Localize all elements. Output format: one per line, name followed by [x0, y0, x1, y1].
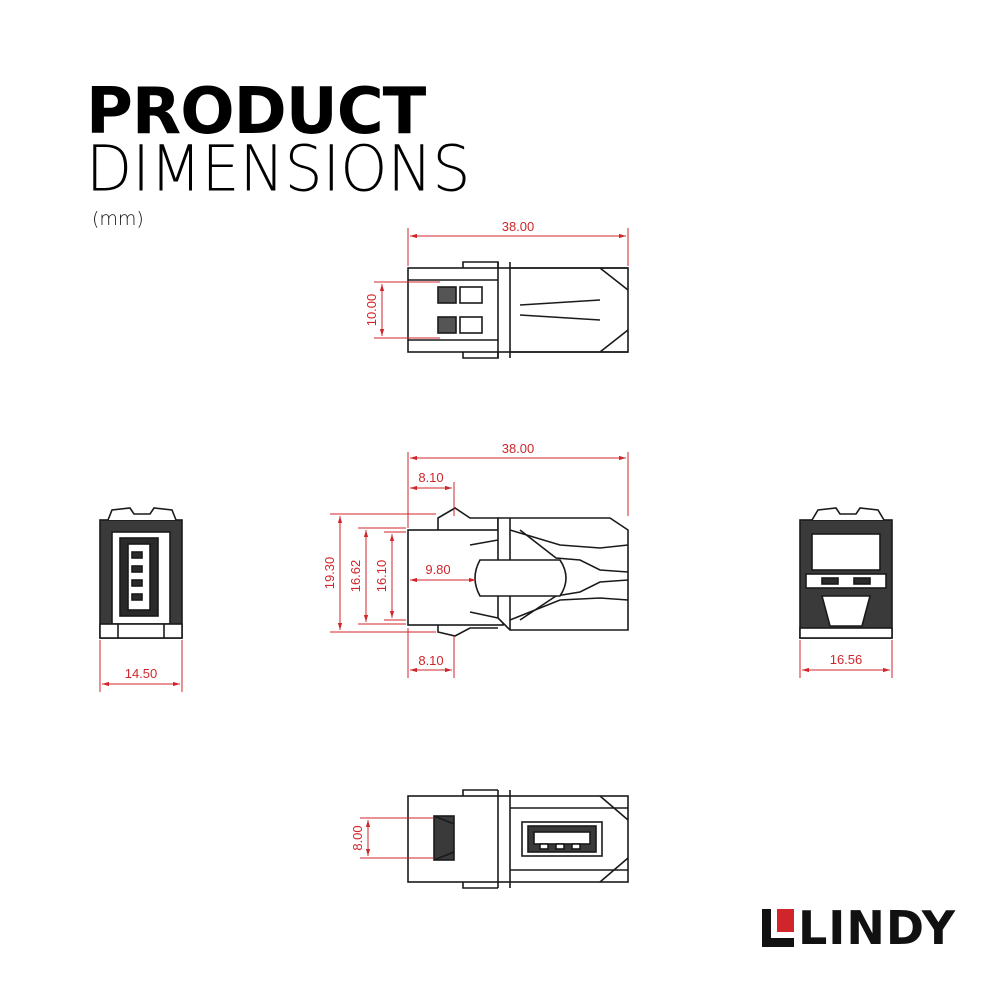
title-product: PRODUCT — [86, 75, 426, 149]
front-view — [99, 507, 183, 639]
side-view — [407, 507, 629, 637]
dim-side-inner: 9.80 — [425, 562, 450, 577]
back-dims — [799, 640, 893, 678]
lindy-logo: LINDY — [760, 902, 956, 954]
dim-side-h3: 16.10 — [374, 560, 389, 593]
front-dims — [99, 640, 183, 692]
dim-top-width: 38.00 — [502, 219, 535, 234]
bottom-dims — [360, 817, 434, 859]
dim-side-latch-bottom: 8.10 — [418, 653, 443, 668]
dim-top-height: 10.00 — [364, 294, 379, 327]
dim-side-h1: 19.30 — [322, 557, 337, 590]
bottom-view — [407, 789, 629, 889]
top-dims — [374, 228, 629, 339]
dim-back-width: 16.56 — [830, 652, 863, 667]
unit-label: (mm) — [92, 208, 144, 230]
top-view — [407, 261, 629, 359]
dim-side-width: 38.00 — [502, 441, 535, 456]
dim-front-width: 14.50 — [125, 666, 158, 681]
title-dimensions: DIMENSIONS — [86, 132, 471, 207]
side-dims — [330, 452, 629, 678]
back-view — [799, 507, 893, 639]
dim-bottom-height: 8.00 — [350, 825, 365, 850]
dim-side-h2: 16.62 — [348, 560, 363, 593]
brand-name: LINDY — [798, 901, 957, 955]
dim-side-latch-top: 8.10 — [418, 470, 443, 485]
lindy-corner-mark-icon — [760, 907, 796, 949]
